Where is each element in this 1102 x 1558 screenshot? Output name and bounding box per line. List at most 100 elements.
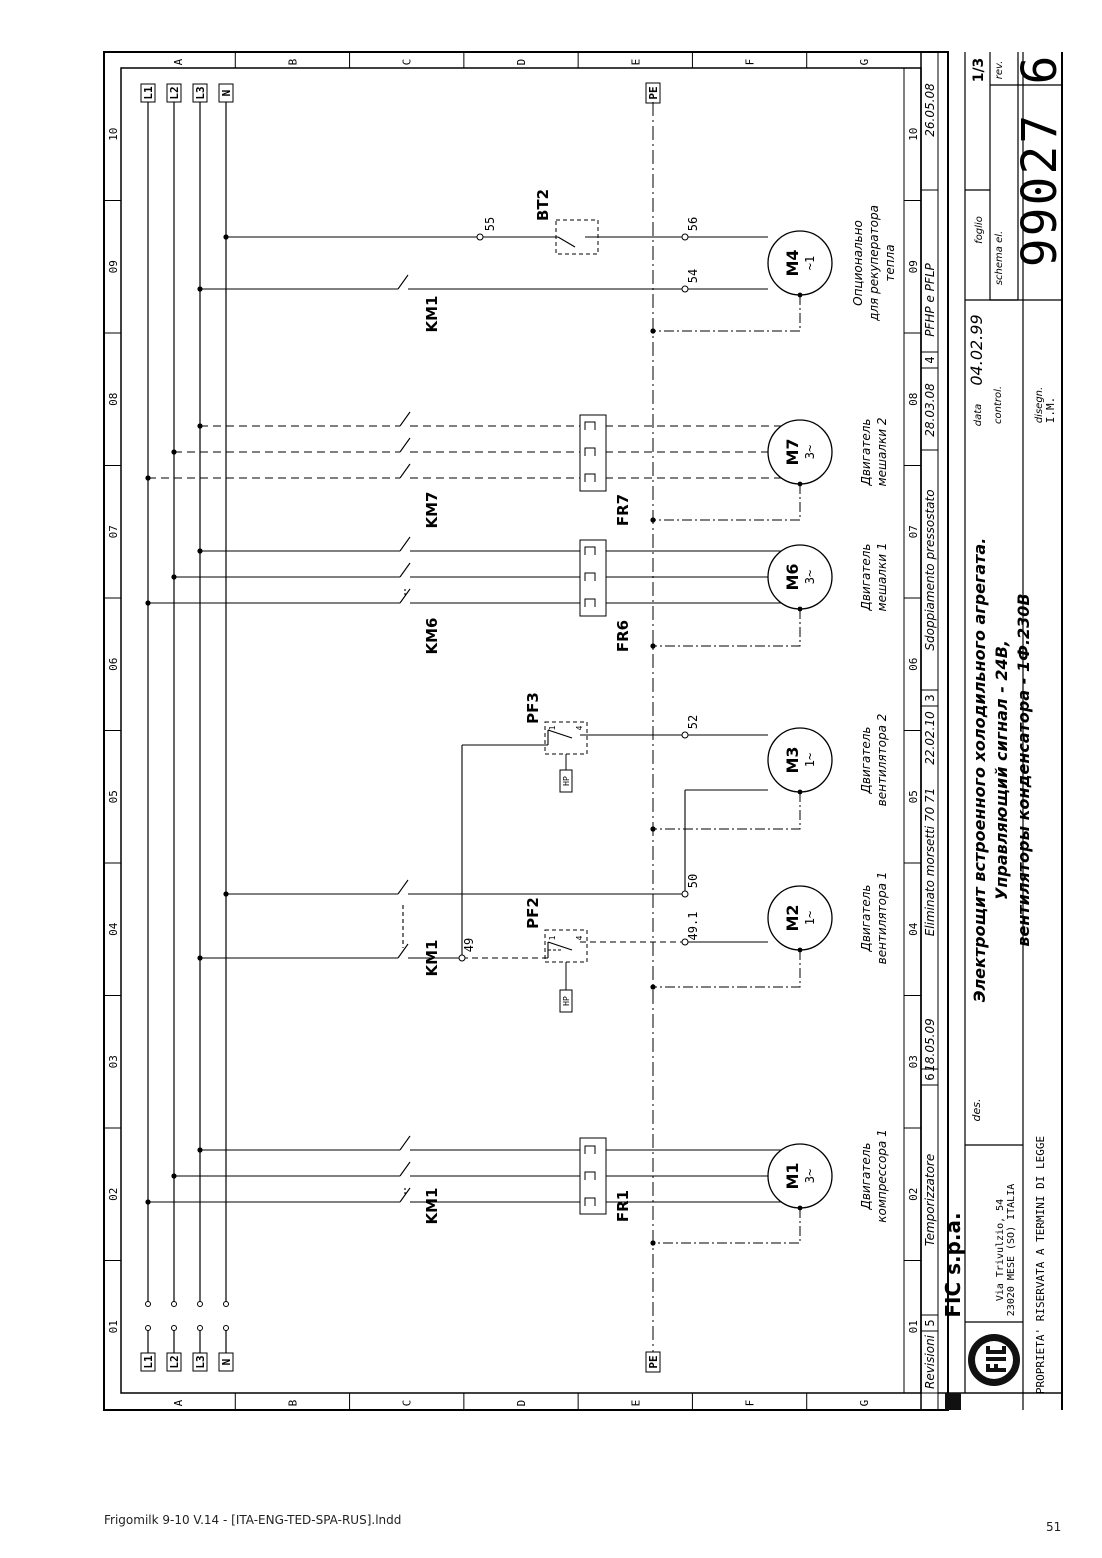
motor-m2-type: 1~	[803, 911, 817, 925]
data-label: data	[973, 404, 984, 427]
motor-pe-wiring	[653, 295, 801, 1244]
grid-row-label: B	[286, 58, 299, 65]
des-label: des.	[970, 1099, 983, 1122]
terminal-49: 49	[462, 938, 476, 952]
drawing-title-line2: Управляющий сигнал - 24В,	[992, 640, 1011, 900]
contact-numbers: 1 4 1 4	[548, 725, 584, 940]
schema-label: schema el.	[994, 231, 1005, 285]
revision-5-text: Temporizzatore	[923, 1154, 937, 1246]
grid-column-label: 01	[107, 1320, 120, 1333]
grid-row-label: D	[515, 59, 528, 66]
label-km6: KM6	[423, 618, 441, 655]
grid-column-label: 05	[907, 790, 920, 803]
caption-m1-line2: компрессора 1	[875, 1129, 889, 1222]
bus-lines	[146, 100, 228, 1355]
company-name: FIC s.p.a.	[941, 1212, 965, 1317]
label-km1-fans: KM1	[423, 940, 441, 977]
label-bt2: BT2	[534, 189, 552, 221]
motor-m1-label: M1	[783, 1162, 802, 1189]
revision-6-date: 22.02.10	[923, 711, 937, 765]
hp-labels: HP HP	[562, 776, 571, 1006]
grid-row-label: C	[401, 1400, 414, 1407]
grid-column-label: 09	[907, 260, 920, 273]
label-km1-compressor: KM1	[423, 1188, 441, 1225]
bus-label-l1-top: L1	[142, 86, 155, 100]
bus-label-l1-bottom: L1	[142, 1355, 155, 1369]
label-fr1: FR1	[614, 1190, 632, 1222]
revision-4-date: 26.05.08	[923, 83, 937, 137]
caption-m3-line1: Двигатель	[859, 726, 873, 794]
grid-column-label: 10	[107, 128, 120, 141]
footer-page-number: 51	[1046, 1520, 1062, 1534]
motor-m2-label: M2	[783, 904, 802, 931]
label-km7: KM7	[423, 492, 441, 529]
foglio-label: foglio	[974, 216, 985, 244]
motor-m1-type: 3~	[803, 1169, 817, 1183]
caption-m7-line2: мешалки 2	[875, 418, 889, 487]
terminal-numbers: 49 49.1 50 52 55 56 54	[462, 217, 700, 952]
grid-column-label: 03	[907, 1055, 920, 1068]
hp-label-pf3: HP	[562, 776, 571, 786]
title-block-sidebar	[945, 1393, 961, 1410]
revision-3-date: 28.03.08	[923, 383, 937, 437]
motor-m6-type: 3~	[803, 570, 817, 584]
hp-actuators	[548, 754, 573, 1013]
thermal-relays	[579, 414, 607, 1215]
motor-m3-label: M3	[783, 746, 802, 773]
revision-5-number: 5	[923, 1319, 937, 1326]
label-fr7: FR7	[614, 494, 632, 526]
bus-label-l3-bottom: L3	[194, 1355, 207, 1368]
grid-column-label: 04	[907, 922, 920, 936]
caption-m2-line1: Двигатель	[859, 884, 873, 952]
caption-m7-line1: Двигатель	[859, 418, 873, 486]
caption-m3-line2: вентилятора 2	[875, 714, 889, 807]
revision-strip	[903, 52, 939, 1410]
revision-texts: Revisioni 5 Temporizzatore 18.05.09 6 El…	[923, 83, 937, 1389]
bus-label-l2-top: L2	[168, 86, 181, 99]
motor-m4-type: ~1	[803, 256, 817, 270]
pe-label-bottom: PE	[647, 1355, 660, 1368]
revision-4-number: 4	[923, 356, 937, 363]
control-label: control.	[993, 386, 1004, 424]
grid-ticks	[104, 52, 921, 1410]
terminal-circles	[458, 233, 689, 962]
terminal-49-1: 49.1	[686, 912, 700, 941]
junction-dots	[145, 234, 656, 1246]
fic-logo: FIC s.p.a.	[968, 1334, 1020, 1386]
wiring	[148, 236, 800, 1203]
disegn-label: disegn.	[1034, 387, 1045, 423]
grid-row-label: E	[629, 1400, 642, 1407]
caption-m4-line1: Опционально	[851, 220, 865, 306]
pe-label-top: PE	[647, 86, 660, 99]
grid-row-label: D	[515, 1400, 528, 1407]
label-km1-recuperator: KM1	[423, 296, 441, 333]
grid-column-label: 01	[907, 1320, 920, 1333]
revision-6-number: 6	[923, 1073, 937, 1080]
caption-m2-line2: вентилятора 1	[875, 872, 889, 965]
motors	[767, 230, 833, 1209]
title-block-lines	[938, 52, 1062, 1410]
grid-column-label: 09	[107, 260, 120, 273]
label-pf2: PF2	[524, 897, 542, 929]
caption-m4-line3: тепла	[883, 244, 897, 281]
wiring-optional-km7	[148, 425, 800, 479]
data-value: 04.02.99	[967, 314, 986, 385]
bus-label-n-top: N	[220, 90, 233, 97]
grid-row-label: C	[401, 59, 414, 66]
bus-connectors	[145, 1301, 229, 1331]
grid-row-label: B	[286, 1399, 299, 1406]
grid-column-label: 10	[907, 128, 920, 141]
grid-row-label: F	[744, 1400, 757, 1407]
drawing-title-line1: Электрощит встроенного холодильного агре…	[970, 538, 989, 1003]
grid-column-label: 03	[107, 1055, 120, 1068]
rev-number: 6	[1012, 56, 1068, 85]
grid-row-label: A	[172, 1399, 185, 1406]
bus-label-l3-top: L3	[194, 86, 207, 99]
grid-column-label: 08	[907, 393, 920, 406]
hp-label-pf2: HP	[562, 996, 571, 1006]
footer-filename: Frigomilk 9-10 V.14 - [ITA-ENG-TED-SPA-R…	[104, 1513, 402, 1527]
foglio-value: 1/3	[971, 58, 987, 83]
